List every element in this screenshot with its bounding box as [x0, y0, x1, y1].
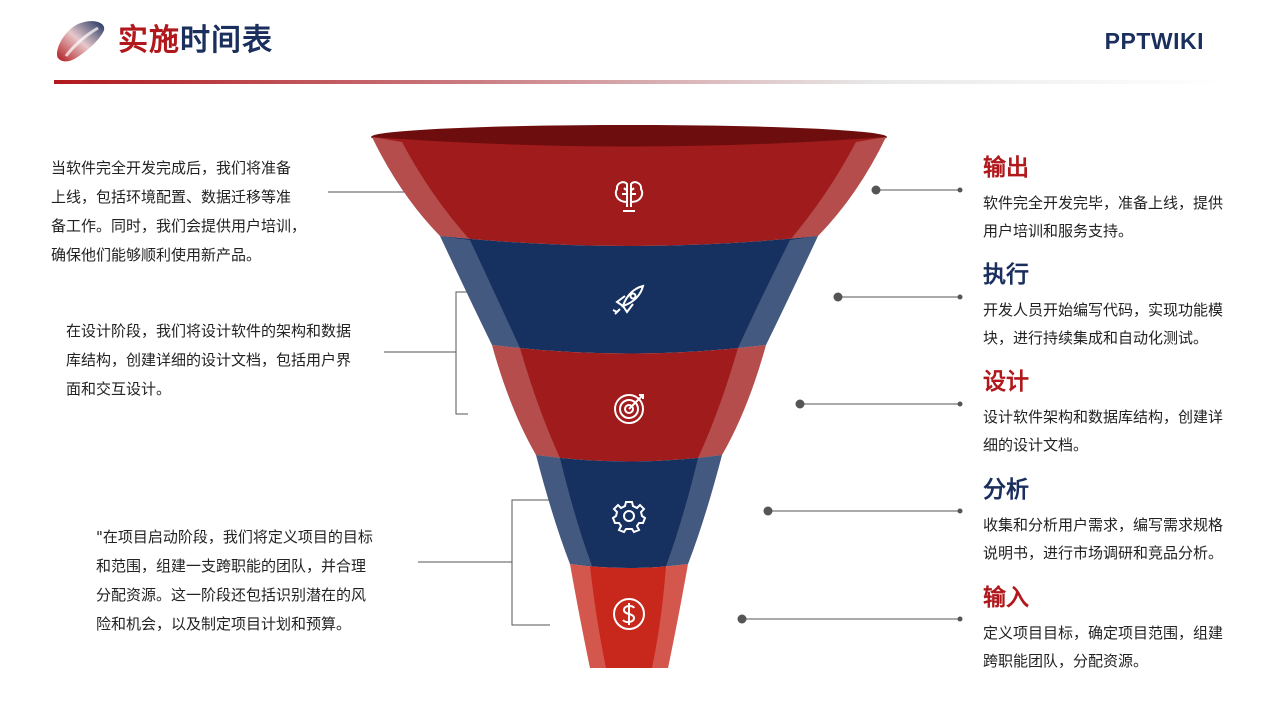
funnel-rim: [371, 125, 887, 149]
target-icon: [614, 394, 644, 424]
left-note-line: 备工作。同时，我们会提供用户培训，: [51, 217, 307, 235]
right-connector-4: [763, 506, 963, 516]
left-note-line: "在项目启动阶段，我们将定义项目的目标: [96, 528, 373, 546]
desc-line: 设计软件架构和数据库结构，创建详: [983, 408, 1224, 426]
stage-input-block: 输入 定义项目目标，确定项目范围，组建 跨职能团队，分配资源。: [983, 583, 1245, 675]
desc-line: 细的设计文档。: [983, 436, 1089, 454]
funnel-stage-4: [536, 455, 722, 568]
swoosh-logo-icon: [56, 21, 105, 62]
left-note-2: 在设计阶段，我们将设计软件的架构和数据 库结构，创建详细的设计文档，包括用户界 …: [66, 317, 351, 404]
rocket-icon: [612, 284, 645, 315]
desc-line: 收集和分析用户需求，编写需求规格: [983, 516, 1224, 534]
page-title: 实施时间表: [118, 20, 273, 62]
gear-icon: [611, 501, 647, 534]
left-note-line: 上线，包括环境配置、数据迁移等准: [51, 188, 292, 206]
right-connector-3: [795, 399, 963, 409]
stage-execute-block: 执行 开发人员开始编写代码，实现功能模 块，进行持续集成和自动化测试。: [983, 260, 1245, 352]
desc-line: 开发人员开始编写代码，实现功能模: [983, 301, 1224, 319]
funnel-stage-2: [440, 236, 818, 354]
left-bracket-2: [455, 291, 468, 415]
funnel-stage-5: [570, 564, 688, 668]
stage-analysis-block: 分析 收集和分析用户需求，编写需求规格 说明书，进行市场调研和竞品分析。: [983, 475, 1245, 567]
dollar-icon: [613, 598, 645, 630]
desc-line: 定义项目目标，确定项目范围，组建: [983, 624, 1224, 642]
stage-design-block: 设计 设计软件架构和数据库结构，创建详 细的设计文档。: [983, 367, 1245, 459]
stage-execute-title: 执行: [983, 262, 1029, 288]
header-divider: [54, 80, 1226, 84]
left-bracket-3: [511, 499, 550, 626]
stage-input-title: 输入: [983, 585, 1029, 611]
stage-analysis-desc: 收集和分析用户需求，编写需求规格 说明书，进行市场调研和竞品分析。: [983, 511, 1245, 567]
desc-line: 跨职能团队，分配资源。: [983, 652, 1149, 670]
left-note-line: 分配资源。这一阶段还包括识别潜在的风: [96, 586, 367, 604]
left-note-line: 库结构，创建详细的设计文档，包括用户界: [66, 351, 352, 369]
stage-input-desc: 定义项目目标，确定项目范围，组建 跨职能团队，分配资源。: [983, 619, 1245, 675]
left-note-line: 确保他们能够顺利使用新产品。: [51, 246, 262, 264]
stage-analysis-title: 分析: [983, 477, 1029, 503]
stage-design-title: 设计: [983, 369, 1029, 395]
right-connector-5: [737, 614, 963, 624]
desc-line: 软件完全开发完毕，准备上线，提供: [983, 194, 1224, 212]
desc-line: 说明书，进行市场调研和竞品分析。: [983, 544, 1224, 562]
left-note-1: 当软件完全开发完成后，我们将准备 上线，包括环境配置、数据迁移等准 备工作。同时…: [51, 154, 306, 270]
desc-line: 块，进行持续集成和自动化测试。: [983, 329, 1209, 347]
left-note-line: 和范围，组建一支跨职能的团队，并合理: [96, 557, 367, 575]
right-connector-1: [871, 185, 963, 195]
stage-output-title: 输出: [983, 155, 1029, 181]
brain-icon: [614, 181, 644, 212]
stage-design-desc: 设计软件架构和数据库结构，创建详 细的设计文档。: [983, 403, 1245, 459]
title-part-1: 实施: [118, 23, 180, 58]
desc-line: 用户培训和服务支持。: [983, 222, 1134, 240]
left-note-3: "在项目启动阶段，我们将定义项目的目标 和范围，组建一支跨职能的团队，并合理 分…: [96, 523, 373, 639]
left-note-line: 在设计阶段，我们将设计软件的架构和数据: [66, 322, 352, 340]
stage-output-block: 输出 软件完全开发完毕，准备上线，提供 用户培训和服务支持。: [983, 153, 1245, 245]
funnel-stage-1: [372, 137, 886, 246]
left-note-line: 险和机会，以及制定项目计划和预算。: [96, 615, 352, 633]
stage-execute-desc: 开发人员开始编写代码，实现功能模 块，进行持续集成和自动化测试。: [983, 296, 1245, 352]
funnel-stage-3: [492, 345, 766, 462]
stage-output-desc: 软件完全开发完毕，准备上线，提供 用户培训和服务支持。: [983, 189, 1245, 245]
title-part-2: 时间表: [180, 23, 273, 58]
brand-label: PPTWIKI: [1104, 28, 1204, 54]
left-note-line: 面和交互设计。: [66, 380, 172, 398]
right-connector-2: [833, 292, 963, 302]
left-note-line: 当软件完全开发完成后，我们将准备: [51, 159, 292, 177]
